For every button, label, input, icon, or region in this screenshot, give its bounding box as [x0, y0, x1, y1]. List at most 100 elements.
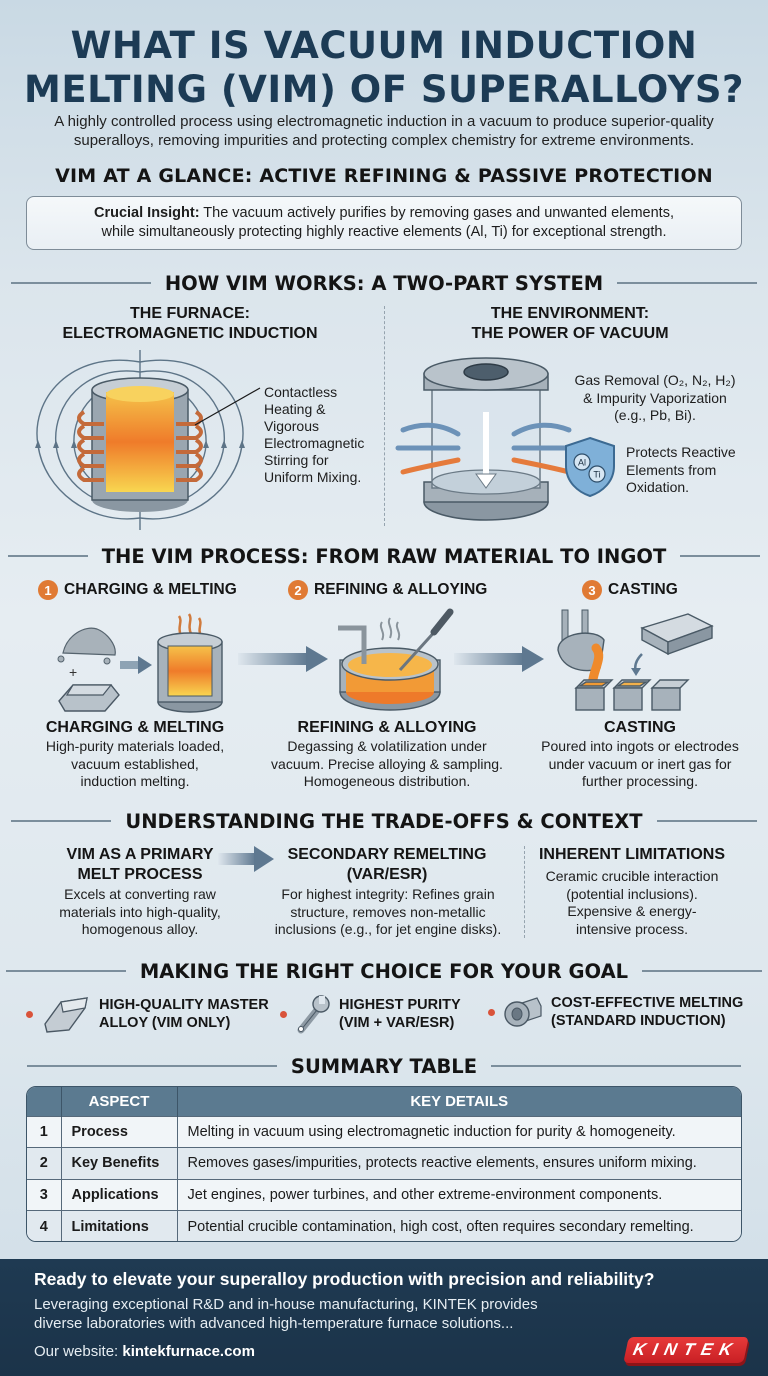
step-1-desc: High-purity materials loaded, vacuum est… — [20, 738, 250, 791]
heading-line: SECONDARY REMELTING — [287, 846, 487, 863]
row-details: Melting in vacuum using electromagnetic … — [177, 1115, 741, 1148]
refining-pot-icon — [338, 608, 454, 711]
step-1-label: 1 CHARGING & MELTING — [38, 580, 237, 600]
table-row: 1 Process Melting in vacuum using electr… — [27, 1115, 741, 1148]
choice-label: HIGHEST PURITY (VIM + VAR/ESR) — [339, 996, 461, 1032]
insight-text-1: The vacuum actively purifies by removing… — [199, 205, 674, 221]
section-title: SUMMARY TABLE — [290, 1054, 478, 1078]
bullet-dot — [280, 1010, 287, 1018]
casting-mold-icon — [557, 609, 714, 711]
footer-desc-line: Leveraging exceptional R&D and in-house … — [34, 1296, 538, 1313]
footer-cta: Ready to elevate your superalloy product… — [34, 1269, 655, 1289]
divider-rule — [5, 970, 126, 972]
desc-line: Poured into ingots or electrodes — [541, 738, 739, 754]
choice-line: (VIM + VAR/ESR) — [339, 1015, 455, 1031]
callout-line: Electromagnetic — [264, 435, 365, 451]
divider-rule — [10, 282, 151, 284]
arrow-right-icon — [238, 646, 328, 672]
induction-coil-icon — [35, 350, 261, 530]
raw-materials-icon: + — [57, 627, 120, 712]
bullet-dot — [26, 1010, 33, 1018]
heading-line: MELT PROCESS — [77, 866, 203, 883]
furnace-callout: Contactless Heating & Vigorous Electroma… — [264, 384, 384, 486]
header-aspect: ASPECT — [61, 1087, 178, 1116]
row-number: 4 — [27, 1210, 62, 1241]
row-aspect: Limitations — [61, 1210, 178, 1241]
row-aspect: Applications — [61, 1178, 178, 1211]
divider-rule — [680, 555, 761, 557]
shield-icon: Al Ti — [565, 436, 615, 498]
desc-line: vacuum. Precise alloying & sampling. — [271, 755, 503, 772]
vacuum-chamber-icon — [395, 357, 576, 521]
summary-table: ASPECT KEY DETAILS 1 Process Melting in … — [26, 1086, 742, 1242]
desc-line: induction melting. — [80, 773, 190, 789]
glance-title: VIM AT A GLANCE: ACTIVE REFINING & PASSI… — [55, 165, 713, 187]
footer-banner: Ready to elevate your superalloy product… — [0, 1259, 768, 1376]
arrow-right-icon — [218, 846, 274, 872]
table-header-row: ASPECT KEY DETAILS — [27, 1087, 741, 1116]
logo-text: KINTEK — [631, 1340, 741, 1359]
desc-line: vacuum established, — [71, 755, 199, 772]
choice-line: COST-EFFECTIVE MELTING — [551, 995, 744, 1011]
divider-rule — [26, 1065, 277, 1067]
callout-line: Uniform Mixing. — [264, 469, 362, 485]
gas-line: Gas Removal (O₂, N₂, H₂) — [574, 372, 736, 388]
furnace-heading: THE FURNACE: ELECTROMAGNETIC INDUCTION — [40, 304, 340, 344]
column-divider — [524, 846, 525, 938]
tradeoff-3-heading: INHERENT LIMITATIONS — [532, 845, 732, 865]
insight-text-2: while simultaneously protecting highly r… — [101, 224, 667, 240]
step-number-badge: 1 — [38, 580, 58, 600]
website-label: Our website: — [34, 1343, 123, 1360]
arrow-right-icon — [454, 646, 544, 672]
kintek-logo[interactable]: KINTEK — [623, 1337, 749, 1363]
footer-desc-line: diverse laboratories with advanced high-… — [34, 1315, 514, 1332]
insight-box: Crucial Insight: The vacuum actively pur… — [26, 196, 742, 250]
row-number: 1 — [27, 1115, 62, 1148]
step-label-text: CASTING — [608, 581, 678, 598]
desc-line: materials into high-quality, — [59, 903, 221, 920]
step-label-text: CHARGING & MELTING — [64, 581, 237, 598]
gas-line: & Impurity Vaporization — [583, 389, 727, 406]
bullet-dot — [488, 1008, 495, 1016]
choice-master-alloy: HIGH-QUALITY MASTER ALLOY (VIM ONLY) — [26, 994, 269, 1034]
heading-line: INHERENT LIMITATIONS — [538, 846, 726, 863]
furnace-heading-2: ELECTROMAGNETIC INDUCTION — [62, 325, 318, 342]
footer-description: Leveraging exceptional R&D and in-house … — [34, 1295, 634, 1333]
desc-line: Degassing & volatilization under — [287, 738, 487, 754]
website-link[interactable]: kintekfurnace.com — [122, 1343, 255, 1360]
step-2-label: 2 REFINING & ALLOYING — [288, 580, 487, 600]
divider-rule — [642, 970, 763, 972]
environment-heading-2: THE POWER OF VACUUM — [471, 325, 669, 342]
title-line-1: WHAT IS VACUUM INDUCTION — [70, 24, 698, 67]
column-divider — [384, 306, 385, 526]
table-row: 3 Applications Jet engines, power turbin… — [27, 1178, 741, 1211]
section-title: THE VIM PROCESS: FROM RAW MATERIAL TO IN… — [101, 544, 667, 568]
protect-line: Elements from — [626, 461, 717, 478]
desc-line: further processing. — [582, 773, 698, 789]
insight-label: Crucial Insight: — [93, 205, 200, 221]
row-number: 3 — [27, 1178, 62, 1211]
step-3-desc: Poured into ingots or electrodes under v… — [520, 738, 760, 791]
svg-text:+: + — [69, 664, 77, 680]
tradeoff-2-desc: For highest integrity: Refines grain str… — [258, 886, 518, 939]
choice-highest-purity: HIGHEST PURITY (VIM + VAR/ESR) — [280, 994, 461, 1034]
header-num — [27, 1087, 62, 1116]
heading-line: VIM AS A PRIMARY — [66, 846, 214, 863]
desc-line: (potential inclusions). — [566, 885, 698, 902]
desc-line: structure, removes non-metallic — [290, 903, 486, 920]
choice-line: HIGH-QUALITY MASTER — [99, 997, 269, 1013]
desc-line: For highest integrity: Refines grain — [281, 886, 495, 902]
desc-line: homogenous alloy. — [81, 921, 199, 937]
step-label-text: REFINING & ALLOYING — [314, 581, 488, 598]
section-right-choice: MAKING THE RIGHT CHOICE FOR YOUR GOAL — [0, 958, 768, 984]
step-2-desc: Degassing & volatilization under vacuum.… — [256, 738, 518, 791]
section-title: HOW VIM WORKS: A TWO-PART SYSTEM — [164, 271, 604, 295]
furnace-heading-1: THE FURNACE: — [130, 305, 250, 322]
divider-rule — [11, 820, 112, 822]
bolt-nut-icon — [504, 997, 542, 1027]
environment-heading: THE ENVIRONMENT: THE POWER OF VACUUM — [420, 304, 720, 344]
desc-line: Ceramic crucible interaction — [545, 868, 719, 884]
section-title: UNDERSTANDING THE TRADE-OFFS & CONTEXT — [125, 809, 643, 833]
step-1-heading: CHARGING & MELTING — [45, 719, 225, 736]
row-details: Removes gases/impurities, protects react… — [177, 1147, 741, 1179]
